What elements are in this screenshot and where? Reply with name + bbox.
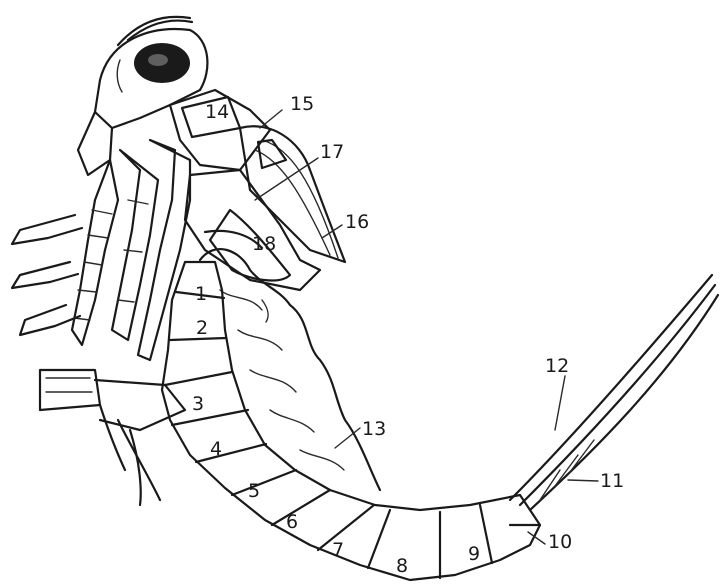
label-10: 10: [548, 531, 572, 553]
label-7: 7: [332, 539, 344, 561]
legs: [12, 140, 190, 505]
leader-12: [555, 376, 565, 430]
label-3: 3: [192, 393, 204, 415]
label-9: 9: [468, 543, 480, 565]
label-1: 1: [195, 283, 207, 305]
thorax: [170, 90, 345, 290]
leader-11: [568, 480, 598, 481]
abdomen: [162, 262, 718, 580]
label-4: 4: [210, 438, 222, 460]
label-15: 15: [290, 93, 314, 115]
label-13: 13: [362, 418, 386, 440]
label-14: 14: [205, 101, 229, 123]
label-16: 16: [345, 211, 369, 233]
label-6: 6: [286, 511, 298, 533]
leader-15: [260, 110, 282, 128]
labels: 1 2 3 4 5 6 7 8 9 10 11 12 13 14 15 16 1…: [192, 93, 624, 577]
label-18: 18: [252, 233, 276, 255]
label-12: 12: [545, 355, 569, 377]
leader-17: [255, 158, 318, 200]
label-5: 5: [248, 480, 260, 502]
label-17: 17: [320, 141, 344, 163]
label-2: 2: [196, 317, 208, 339]
label-8: 8: [396, 555, 408, 577]
label-11: 11: [600, 470, 624, 492]
